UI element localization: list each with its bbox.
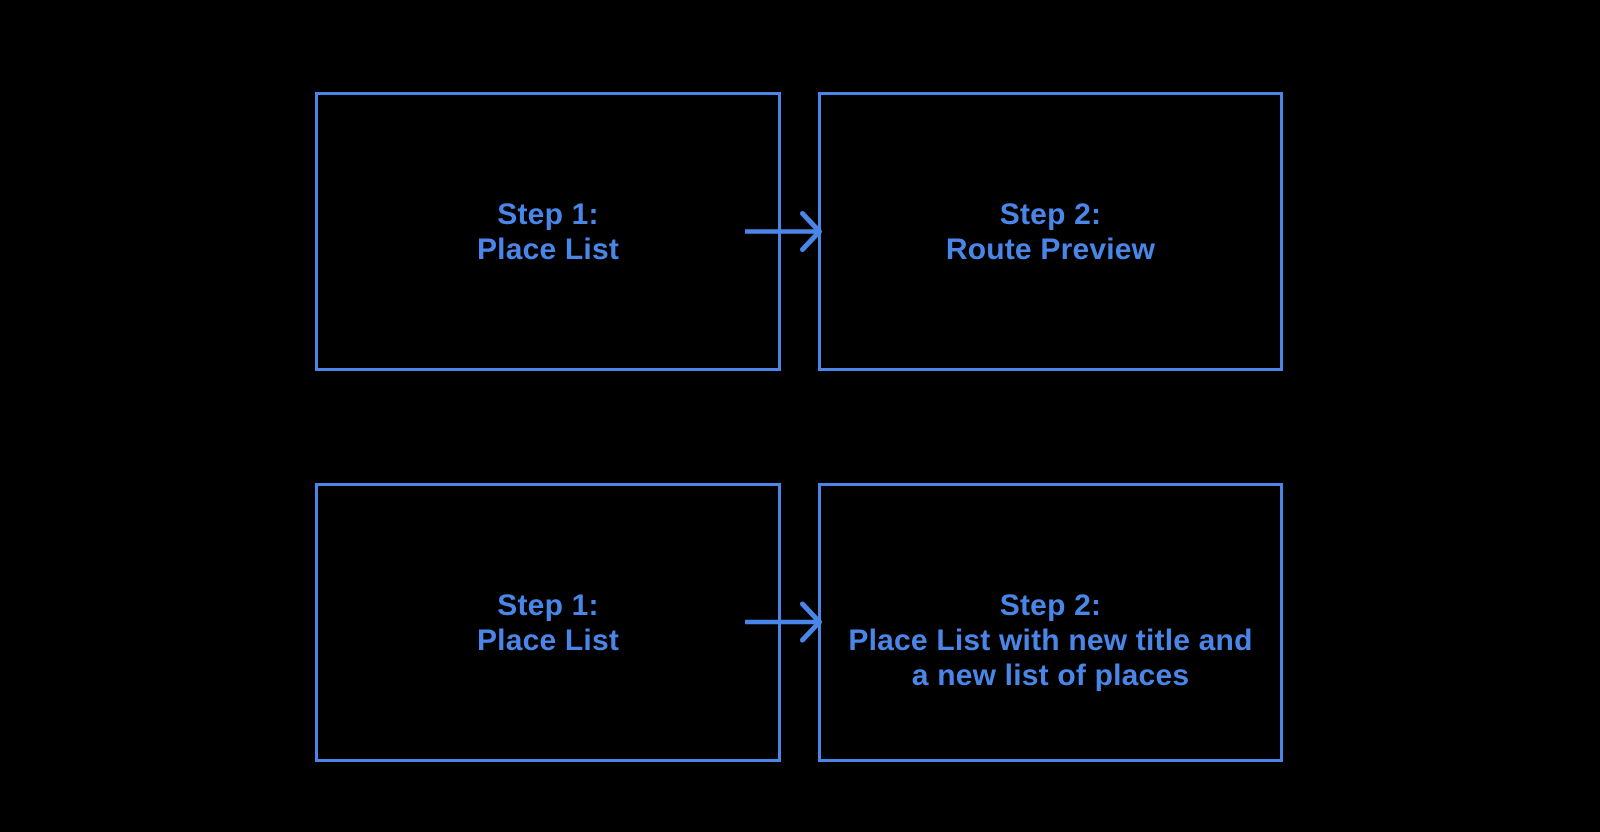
box-label-line: Step 1: bbox=[497, 198, 599, 231]
box-label-line: Place List bbox=[476, 233, 620, 266]
box-label-line: Place List with new title and bbox=[848, 624, 1253, 657]
box-label-line: Step 1: bbox=[497, 589, 599, 622]
box-step1-place-list-bottom: Step 1: Place List bbox=[315, 483, 781, 762]
box-label: Step 1: Place List bbox=[318, 197, 778, 267]
box-label-line: Step 2: bbox=[999, 198, 1102, 231]
box-step2-new-place-list: Step 2: Place List with new title and a … bbox=[818, 483, 1283, 762]
box-label: Step 1: Place List bbox=[318, 588, 778, 658]
box-label: Step 2: Route Preview bbox=[821, 197, 1280, 267]
box-label-line: Place List bbox=[476, 624, 620, 657]
box-label-line: a new list of places bbox=[911, 659, 1190, 692]
arrow-head bbox=[800, 601, 822, 643]
box-step1-place-list-top: Step 1: Place List bbox=[315, 92, 781, 371]
box-label-line: Step 2: bbox=[999, 589, 1102, 622]
arrow-head bbox=[800, 211, 822, 252]
box-label: Step 2: Place List with new title and a … bbox=[821, 588, 1280, 693]
box-step2-route-preview: Step 2: Route Preview bbox=[818, 92, 1283, 371]
box-label-line: Route Preview bbox=[945, 233, 1156, 266]
